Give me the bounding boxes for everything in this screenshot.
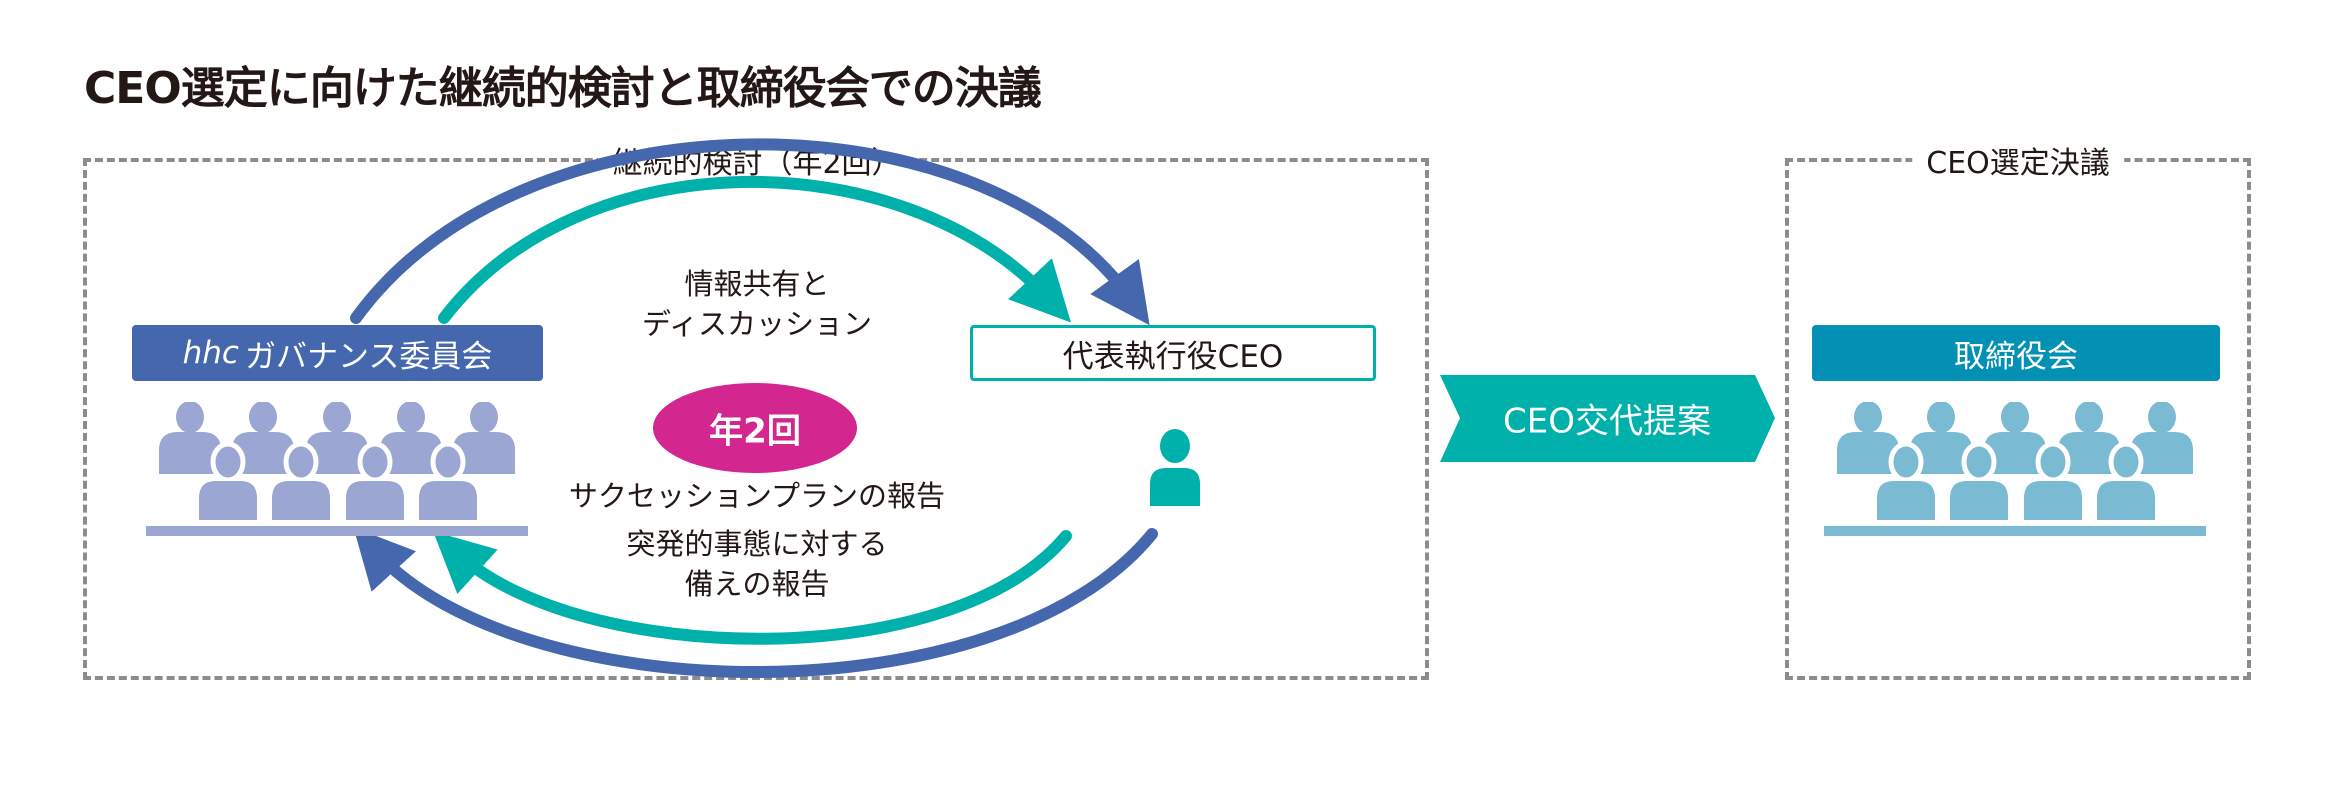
- ceo-box: 代表執行役CEO: [970, 325, 1376, 381]
- report-text: サクセッションプランの報告 突発的事態に対する 備えの報告: [569, 472, 945, 608]
- report-line3: 備えの報告: [684, 567, 830, 601]
- proposal-arrow-label: CEO交代提案: [1503, 401, 1711, 442]
- ceo-person-icon: [1150, 429, 1200, 506]
- info-sharing-text: 情報共有と ディスカッション: [642, 264, 872, 344]
- committee-members-icon: [146, 401, 528, 536]
- report-line1: サクセッションプランの報告: [568, 479, 946, 513]
- info-sharing-line1: 情報共有と: [684, 267, 830, 301]
- committee-label: ガバナンス委員会: [244, 338, 493, 375]
- arrow-ceo-to-committee-blue: [353, 527, 1158, 678]
- arrow-committee-to-ceo-teal: [438, 176, 1071, 324]
- ceo-selection-label: CEO選定決議: [1912, 138, 2124, 182]
- frequency-badge: 年2回: [709, 411, 801, 452]
- ceo-label: 代表執行役CEO: [1062, 338, 1284, 375]
- report-line2: 突発的事態に対する: [626, 527, 888, 561]
- board-label: 取締役会: [1954, 338, 2078, 375]
- arrow-committee-to-ceo-blue: [350, 138, 1150, 326]
- info-sharing-line2: ディスカッション: [642, 307, 872, 341]
- board-box: 取締役会: [1812, 325, 2220, 381]
- committee-prefix: hhc: [182, 335, 239, 371]
- proposal-arrow-shape: [1440, 375, 1775, 462]
- frequency-badge-bg: [653, 383, 857, 473]
- board-members-icon: [1824, 401, 2206, 536]
- page-title: CEO選定に向けた継続的検討と取締役会での決議: [84, 63, 1042, 114]
- arrow-ceo-to-committee-teal: [433, 530, 1072, 645]
